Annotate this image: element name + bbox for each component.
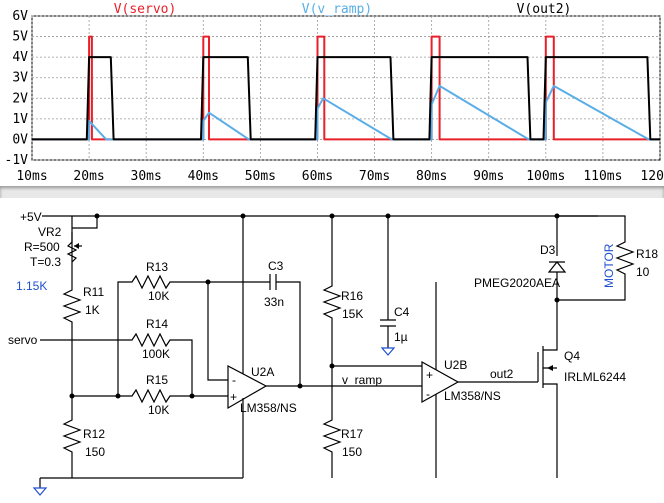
u2a-symbol [227, 365, 268, 410]
junction [297, 383, 303, 389]
y-tick-label: 1V [12, 112, 28, 127]
r13-name: R13 [146, 260, 168, 274]
c3-name: C3 [268, 259, 284, 273]
r12-value: 150 [85, 445, 105, 459]
schematic-drawing[interactable]: +5V VR2 R=500 T=0.3 1.15K R11 1K R12 150 [0, 198, 664, 499]
c3-value: 33n [264, 295, 284, 309]
legend-entry[interactable]: V(v_ramp) [302, 2, 372, 17]
r14-name: R14 [146, 317, 168, 331]
supply-label: +5V [20, 210, 42, 224]
r16-value: 15K [342, 307, 363, 321]
y-tick-label: 0V [12, 132, 28, 147]
q4-part: IRLML6244 [564, 370, 626, 384]
vr2-resistor-symbol [66, 232, 78, 263]
series-line[interactable] [32, 35, 660, 141]
d3-name: D3 [540, 243, 556, 257]
servo-label: servo [8, 333, 38, 347]
r15-symbol [72, 388, 228, 404]
d3-symbol [547, 216, 567, 330]
ground-icon [32, 487, 48, 496]
junction [189, 393, 195, 399]
r12-symbol [62, 396, 82, 478]
x-tick-label: 70ms [359, 169, 390, 184]
r16-r17-symbol [322, 216, 342, 478]
series-line[interactable] [32, 84, 660, 141]
r15-value: 10K [148, 403, 169, 417]
y-tick-label: 2V [12, 91, 28, 106]
junction [554, 297, 560, 303]
vr2-position: T=0.3 [30, 255, 61, 269]
u2a-minus-sign: - [232, 373, 236, 387]
r13-symbol [117, 274, 208, 396]
c4-value: 1µ [394, 330, 408, 344]
series-line[interactable] [32, 56, 660, 141]
v-ramp-net-label: v_ramp [342, 373, 382, 387]
x-tick-label: 80ms [416, 169, 447, 184]
r14-value: 100K [142, 347, 170, 361]
x-tick-label: 20ms [73, 169, 104, 184]
x-tick-label: 40ms [188, 169, 219, 184]
schematic-panel[interactable]: +5V VR2 R=500 T=0.3 1.15K R11 1K R12 150 [0, 198, 664, 499]
ground-wire [39, 477, 243, 488]
measured-voltage-label: 1.15K [16, 279, 47, 293]
panel-divider[interactable] [0, 186, 664, 200]
u2a-part: LM358/NS [240, 401, 297, 415]
q4-name: Q4 [564, 349, 580, 363]
r18-symbol [557, 215, 635, 301]
r14-symbol [40, 332, 193, 396]
c4-symbol [380, 216, 396, 348]
d3-part: PMEG2020AEA [474, 276, 560, 290]
x-tick-label: 90ms [473, 169, 504, 184]
r12-name: R12 [83, 427, 105, 441]
y-tick-label: -1V [5, 153, 29, 168]
r11-name: R11 [83, 285, 104, 299]
legend-entry[interactable]: V(out2) [517, 2, 572, 17]
x-tick-label: 100ms [526, 169, 565, 184]
u2b-minus-sign: - [426, 387, 430, 401]
r18-value: 10 [636, 265, 650, 279]
vr2-wiper-arrow [74, 243, 79, 249]
vr2-wiring [71, 216, 98, 272]
u2a-inverting-wire [207, 282, 228, 381]
c3-symbol [269, 274, 277, 290]
motor-label: MOTOR [602, 243, 616, 288]
r15-name: R15 [146, 373, 168, 387]
waveform-plot[interactable]: 10ms 20ms 30ms 40ms 50ms 60ms 70ms 80ms 90ms 100m… [0, 0, 664, 190]
x-tick-label: 10ms [16, 169, 47, 184]
vr2-name: VR2 [38, 225, 62, 239]
out2-net-label: out2 [490, 367, 514, 381]
c3-wiring [208, 281, 301, 386]
u2a-name: U2A [251, 365, 274, 379]
x-tick-label: 50ms [245, 169, 276, 184]
waveform-plot-panel[interactable]: 10ms 20ms 30ms 40ms 50ms 60ms 70ms 80ms 90ms 100m… [0, 0, 664, 190]
r18-name: R18 [636, 247, 658, 261]
r11-symbol [62, 272, 82, 396]
u2b-symbol [421, 360, 460, 404]
y-tick-label: 5V [12, 30, 28, 45]
x-tick-label: 120ms [640, 169, 664, 184]
x-tick-label: 110ms [583, 169, 622, 184]
c4-name: C4 [394, 305, 410, 319]
q4-symbol [537, 330, 558, 478]
r17-name: R17 [341, 427, 363, 441]
u2b-plus-sign: + [426, 368, 433, 382]
r13-value: 10K [148, 289, 169, 303]
r17-value: 150 [342, 445, 362, 459]
legend-entry[interactable]: V(servo) [114, 2, 177, 17]
vr2-resistance: R=500 [24, 240, 60, 254]
y-tick-label: 6V [12, 9, 28, 24]
u2b-part: LM358/NS [444, 389, 501, 403]
u2a-plus-sign: + [230, 390, 237, 404]
ground-icon [380, 347, 396, 356]
r11-value: 1K [85, 303, 100, 317]
q4-arrow [547, 365, 553, 371]
r16-name: R16 [341, 289, 363, 303]
x-tick-label: 30ms [131, 169, 162, 184]
u2b-name: U2B [444, 358, 467, 372]
junction [329, 363, 335, 369]
y-tick-label: 4V [12, 50, 28, 65]
x-tick-label: 60ms [302, 169, 333, 184]
y-tick-label: 3V [12, 71, 28, 86]
